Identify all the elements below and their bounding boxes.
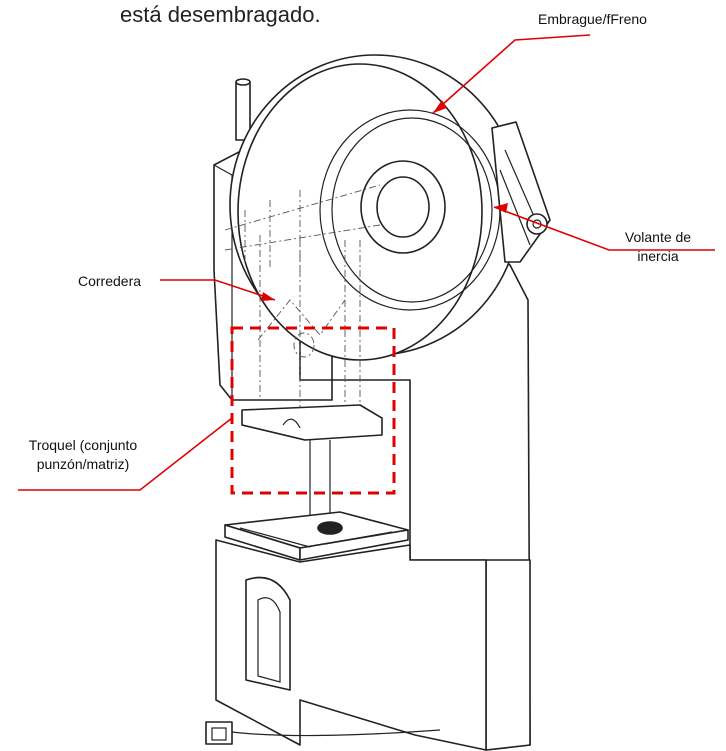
arrow-corredera xyxy=(261,292,275,301)
label-embrague: Embrague/fFreno xyxy=(538,11,647,27)
base-opening xyxy=(245,576,291,691)
label-troquel-line2: punzón/matriz) xyxy=(36,456,130,472)
ram-slide xyxy=(241,404,383,441)
label-volante-line2: inercia xyxy=(637,248,679,264)
label-volante: Volante de inercia xyxy=(612,228,704,266)
foot-pedal xyxy=(205,721,233,745)
caption-text: está desembragado. xyxy=(120,2,321,27)
label-troquel-line1: Troquel (conjunto xyxy=(28,437,138,453)
leader-embrague xyxy=(432,34,591,114)
arrow-volante xyxy=(494,203,508,213)
leader-corredera xyxy=(160,279,276,301)
shaft-hub-inner xyxy=(376,176,430,238)
leader-troquel xyxy=(18,417,233,491)
label-corredera: Corredera xyxy=(78,273,142,289)
label-volante-line1: Volante de xyxy=(624,229,692,245)
troquel-highlight-box xyxy=(230,326,396,495)
arrow-embrague xyxy=(433,100,447,113)
leader-volante xyxy=(493,206,715,251)
label-troquel: Troquel (conjunto punzón/matriz) xyxy=(8,436,158,474)
press-frame-side xyxy=(485,559,531,751)
